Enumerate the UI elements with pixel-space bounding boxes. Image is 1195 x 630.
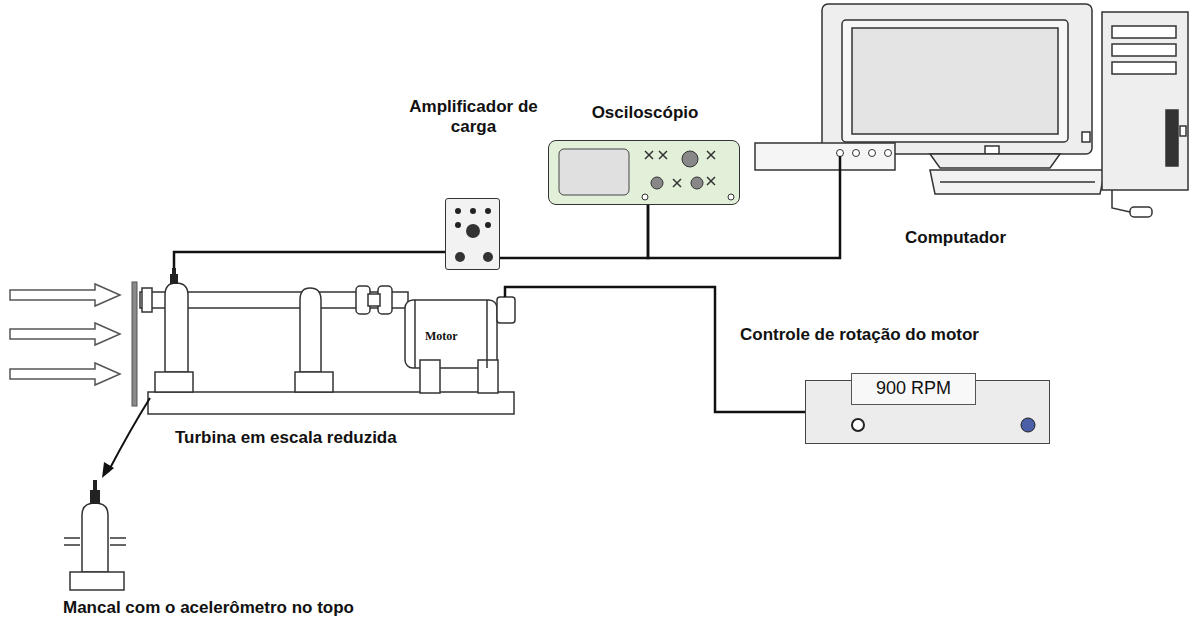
hub — [142, 288, 152, 312]
panel-controls — [446, 199, 499, 269]
computer: Computador — [755, 0, 1190, 268]
sensor-cable — [174, 252, 462, 270]
flow-arrows — [10, 284, 120, 385]
pointer-head — [102, 462, 114, 478]
rpm-display: 900 RPM — [851, 373, 976, 405]
assembly-label: Turbina em escala reduzida — [175, 428, 397, 448]
panel-controls — [549, 141, 739, 204]
cable — [648, 205, 755, 258]
node-heading: Amplificador de carga — [408, 97, 539, 138]
base-plate — [148, 392, 514, 414]
node-label: 900 RPM — [876, 378, 951, 400]
bearing-1 — [155, 283, 193, 392]
computer-drawing — [822, 4, 1188, 217]
cable — [500, 205, 648, 258]
node-label: Computador — [905, 228, 1006, 248]
cable — [505, 287, 805, 412]
node-label: Motor — [425, 329, 458, 343]
rotation-controller: Controle de rotação do motor900 RPM — [805, 380, 1050, 444]
accelerometer-inset — [90, 480, 100, 504]
node-heading: Controle de rotação do motor — [740, 325, 1060, 345]
bearing-2 — [295, 288, 333, 392]
turbine-disc — [132, 282, 137, 406]
bearing-inset — [64, 503, 126, 590]
oscilloscope: Osciloscópio — [548, 140, 740, 205]
cable-line — [505, 287, 805, 412]
cable-line — [500, 205, 648, 258]
accelerometer — [170, 268, 178, 284]
coupling — [356, 286, 392, 314]
interface-cable — [755, 156, 840, 258]
motor: Motor — [405, 297, 515, 395]
inset-label: Mancal com o acelerômetro no topo — [63, 598, 354, 618]
charge-amplifier: Amplificador de carga — [445, 198, 500, 270]
interface-box — [755, 143, 895, 170]
node-heading: Osciloscópio — [549, 103, 741, 123]
cable-line — [648, 205, 755, 258]
motor-drawing — [405, 297, 515, 393]
pointer-line — [108, 398, 150, 472]
